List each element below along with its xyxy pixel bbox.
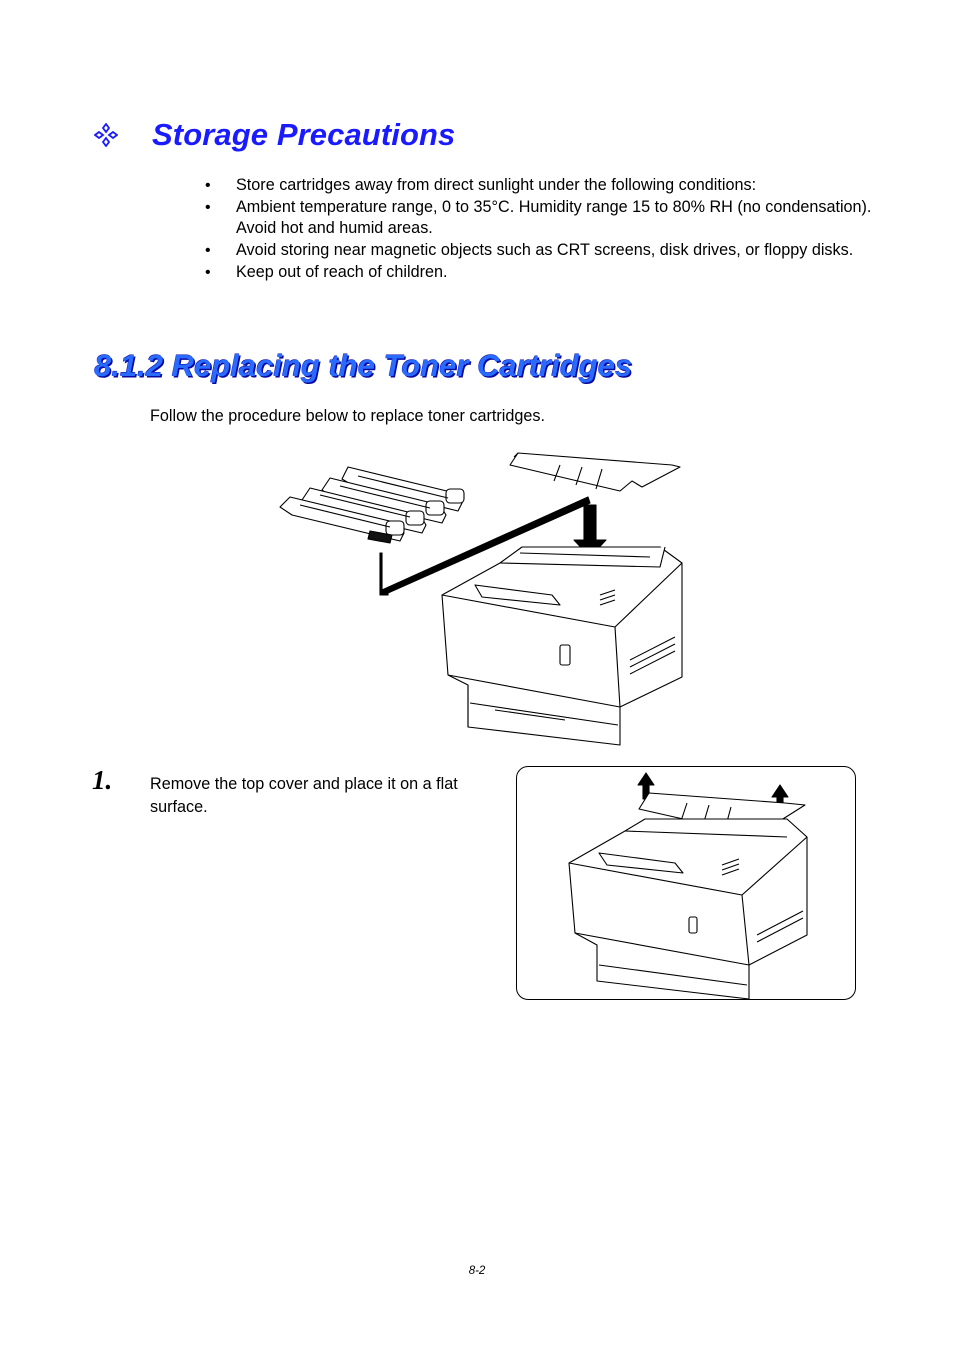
step-1-illustration-frame xyxy=(516,766,856,1000)
list-item: • Avoid storing near magnetic objects su… xyxy=(205,241,854,259)
list-item: • Ambient temperature range, 0 to 35°C. … xyxy=(205,198,872,237)
printer-icon xyxy=(441,546,683,746)
four-diamond-icon xyxy=(94,123,118,147)
section-intro: Follow the procedure below to replace to… xyxy=(150,407,546,425)
storage-heading: Storage Precautions xyxy=(94,112,455,158)
bullet-icon: • xyxy=(205,264,211,281)
remove-top-cover-illustration xyxy=(568,772,808,999)
bullet-icon: • xyxy=(205,242,211,259)
storage-title: Storage Precautions xyxy=(152,117,456,152)
top-cover-icon xyxy=(509,452,681,492)
bullet-icon: • xyxy=(205,177,211,194)
step-text: Remove the top cover and place it on a f… xyxy=(150,775,458,816)
toner-cartridge-icon xyxy=(279,466,465,544)
step-number: 1. xyxy=(92,765,113,795)
printer-icon xyxy=(568,818,808,999)
bullet-icon: • xyxy=(205,199,211,216)
page-number: 8-2 xyxy=(468,1265,486,1277)
storage-bullet-list: • Store cartridges away from direct sunl… xyxy=(205,175,875,284)
list-item: • Keep out of reach of children. xyxy=(205,263,448,281)
list-item: • Store cartridges away from direct sunl… xyxy=(205,176,757,194)
section-title: 8.1.2 Replacing the Toner Cartridges xyxy=(94,348,633,383)
printer-overview-illustration xyxy=(279,452,683,746)
